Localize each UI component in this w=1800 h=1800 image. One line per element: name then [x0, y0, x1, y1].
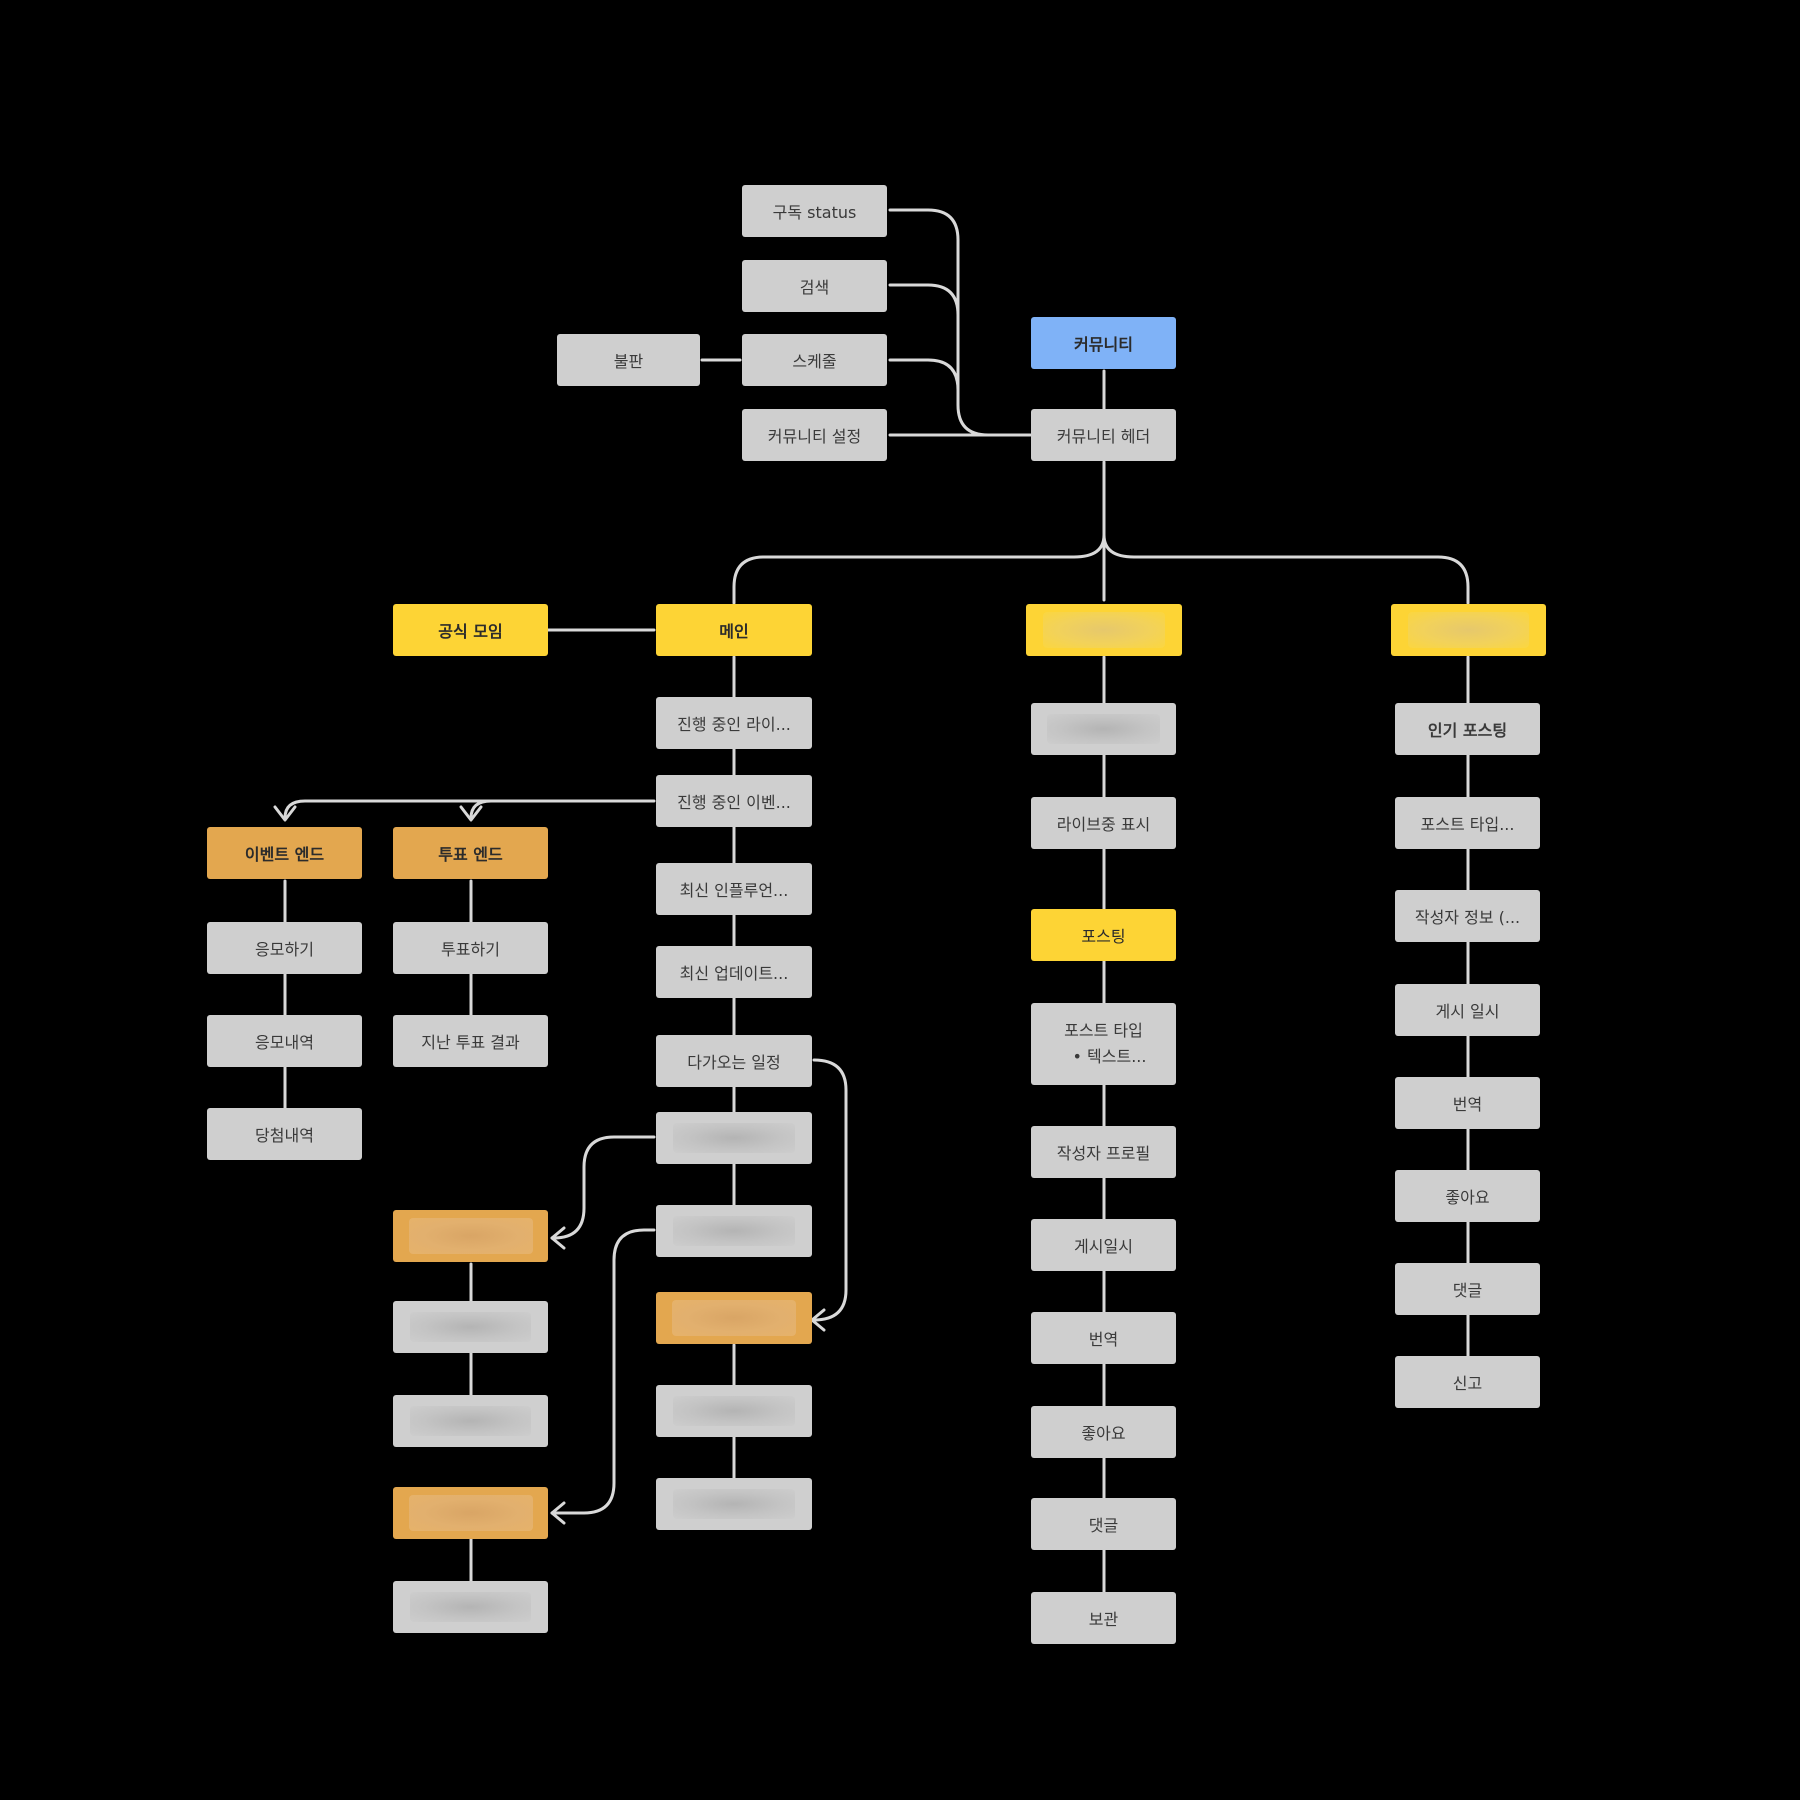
edge-upcoming-loop — [810, 1058, 848, 1322]
live-indicator-node[interactable]: 라이브중 표시 — [1031, 797, 1176, 849]
main-list-item-6[interactable] — [656, 1112, 812, 1164]
vote-node[interactable]: 투표하기 — [393, 922, 548, 974]
author-profile-node[interactable]: 작성자 프로필 — [1031, 1126, 1176, 1178]
community-header-node[interactable]: 커뮤니티 헤더 — [1031, 409, 1176, 461]
column2-first-item[interactable] — [1031, 703, 1176, 755]
redacted-label — [671, 1299, 797, 1337]
redacted-label — [410, 1406, 531, 1436]
redacted-label — [1043, 611, 1165, 649]
comment-node-c3[interactable]: 댓글 — [1395, 1263, 1540, 1315]
translate-node-c3[interactable]: 번역 — [1395, 1077, 1540, 1129]
redacted-label — [410, 1592, 531, 1622]
post-type-label: 포스트 타입 — [1064, 1021, 1143, 1040]
community-settings-node[interactable]: 커뮤니티 설정 — [742, 409, 887, 461]
redacted-label — [408, 1217, 533, 1255]
edge-subscription-to-header — [888, 208, 1032, 437]
archive-node[interactable]: 보관 — [1031, 1592, 1176, 1644]
redacted-label — [1408, 611, 1529, 649]
main-list-item-7[interactable] — [656, 1205, 812, 1257]
edge-schedule-to-header — [888, 358, 960, 392]
main-tab-node[interactable]: 메인 — [656, 604, 812, 656]
apply-node[interactable]: 응모하기 — [207, 922, 362, 974]
redacted-label — [1046, 714, 1161, 744]
redacted-label — [673, 1396, 795, 1426]
edge-search-to-header — [888, 283, 960, 317]
main-list-item-8-orange[interactable] — [656, 1292, 812, 1344]
win-history-node[interactable]: 당첨내역 — [207, 1108, 362, 1160]
posting-node[interactable]: 포스팅 — [1031, 909, 1176, 961]
report-node[interactable]: 신고 — [1395, 1356, 1540, 1408]
vote-end-node[interactable]: 투표 엔드 — [393, 827, 548, 879]
latest-update-node[interactable]: 최신 업데이트... — [656, 946, 812, 998]
edge-event-to-event-end — [283, 799, 493, 820]
edge-item6-to-branch-a — [550, 1135, 656, 1240]
upcoming-schedule-node[interactable]: 다가오는 일정 — [656, 1035, 812, 1087]
author-info-node[interactable]: 작성자 정보 (... — [1395, 890, 1540, 942]
edge-item7-to-branch-b — [550, 1228, 656, 1515]
popular-posting-node[interactable]: 인기 포스팅 — [1395, 703, 1540, 755]
redacted-label — [673, 1123, 795, 1153]
schedule-node[interactable]: 스케줄 — [742, 334, 887, 386]
bulpan-node[interactable]: 불판 — [557, 334, 700, 386]
branch-b-item-1[interactable] — [393, 1581, 548, 1633]
past-vote-results-node[interactable]: 지난 투표 결과 — [393, 1015, 548, 1067]
redacted-label — [673, 1489, 795, 1519]
event-end-node[interactable]: 이벤트 엔드 — [207, 827, 362, 879]
edge-event-to-vote-end — [469, 799, 656, 820]
branch-b-orange-header[interactable] — [393, 1487, 548, 1539]
branch-a-item-2[interactable] — [393, 1395, 548, 1447]
arrow-upcoming-loop — [810, 1308, 826, 1332]
edge-header-to-main — [732, 533, 1106, 605]
post-datetime-node[interactable]: 게시일시 — [1031, 1219, 1176, 1271]
post-type-bullet: • 텍스트... — [1072, 1047, 1147, 1066]
subscription-status-node[interactable]: 구독 status — [742, 185, 887, 237]
apply-history-node[interactable]: 응모내역 — [207, 1015, 362, 1067]
latest-influencer-node[interactable]: 최신 인플루언... — [656, 863, 812, 915]
post-date-node[interactable]: 게시 일시 — [1395, 984, 1540, 1036]
column3-tab-header[interactable] — [1391, 604, 1546, 656]
ongoing-live-node[interactable]: 진행 중인 라이... — [656, 697, 812, 749]
redacted-label — [410, 1312, 531, 1342]
search-node[interactable]: 검색 — [742, 260, 887, 312]
community-root-node[interactable]: 커뮤니티 — [1031, 317, 1176, 369]
post-type-node-c3[interactable]: 포스트 타입... — [1395, 797, 1540, 849]
redacted-label — [673, 1216, 795, 1246]
like-node-c2[interactable]: 좋아요 — [1031, 1406, 1176, 1458]
arrow-vote-end — [459, 805, 483, 822]
translate-node-c2[interactable]: 번역 — [1031, 1312, 1176, 1364]
ongoing-event-node[interactable]: 진행 중인 이벤... — [656, 775, 812, 827]
like-node-c3[interactable]: 좋아요 — [1395, 1170, 1540, 1222]
branch-a-orange-header[interactable] — [393, 1210, 548, 1262]
main-list-item-10[interactable] — [656, 1478, 812, 1530]
main-list-item-9[interactable] — [656, 1385, 812, 1437]
comment-node-c2[interactable]: 댓글 — [1031, 1498, 1176, 1550]
official-meetup-node[interactable]: 공식 모임 — [393, 604, 548, 656]
branch-a-item-1[interactable] — [393, 1301, 548, 1353]
arrow-branch-a — [550, 1226, 566, 1250]
arrow-event-end — [273, 805, 297, 822]
column2-tab-header[interactable] — [1026, 604, 1182, 656]
arrow-branch-b — [550, 1501, 566, 1525]
redacted-label — [408, 1494, 533, 1532]
post-type-node[interactable]: 포스트 타입 • 텍스트... — [1031, 1003, 1176, 1085]
edge-header-to-popular — [1102, 533, 1470, 605]
post-type-bullet-text: 텍스트... — [1087, 1047, 1147, 1066]
